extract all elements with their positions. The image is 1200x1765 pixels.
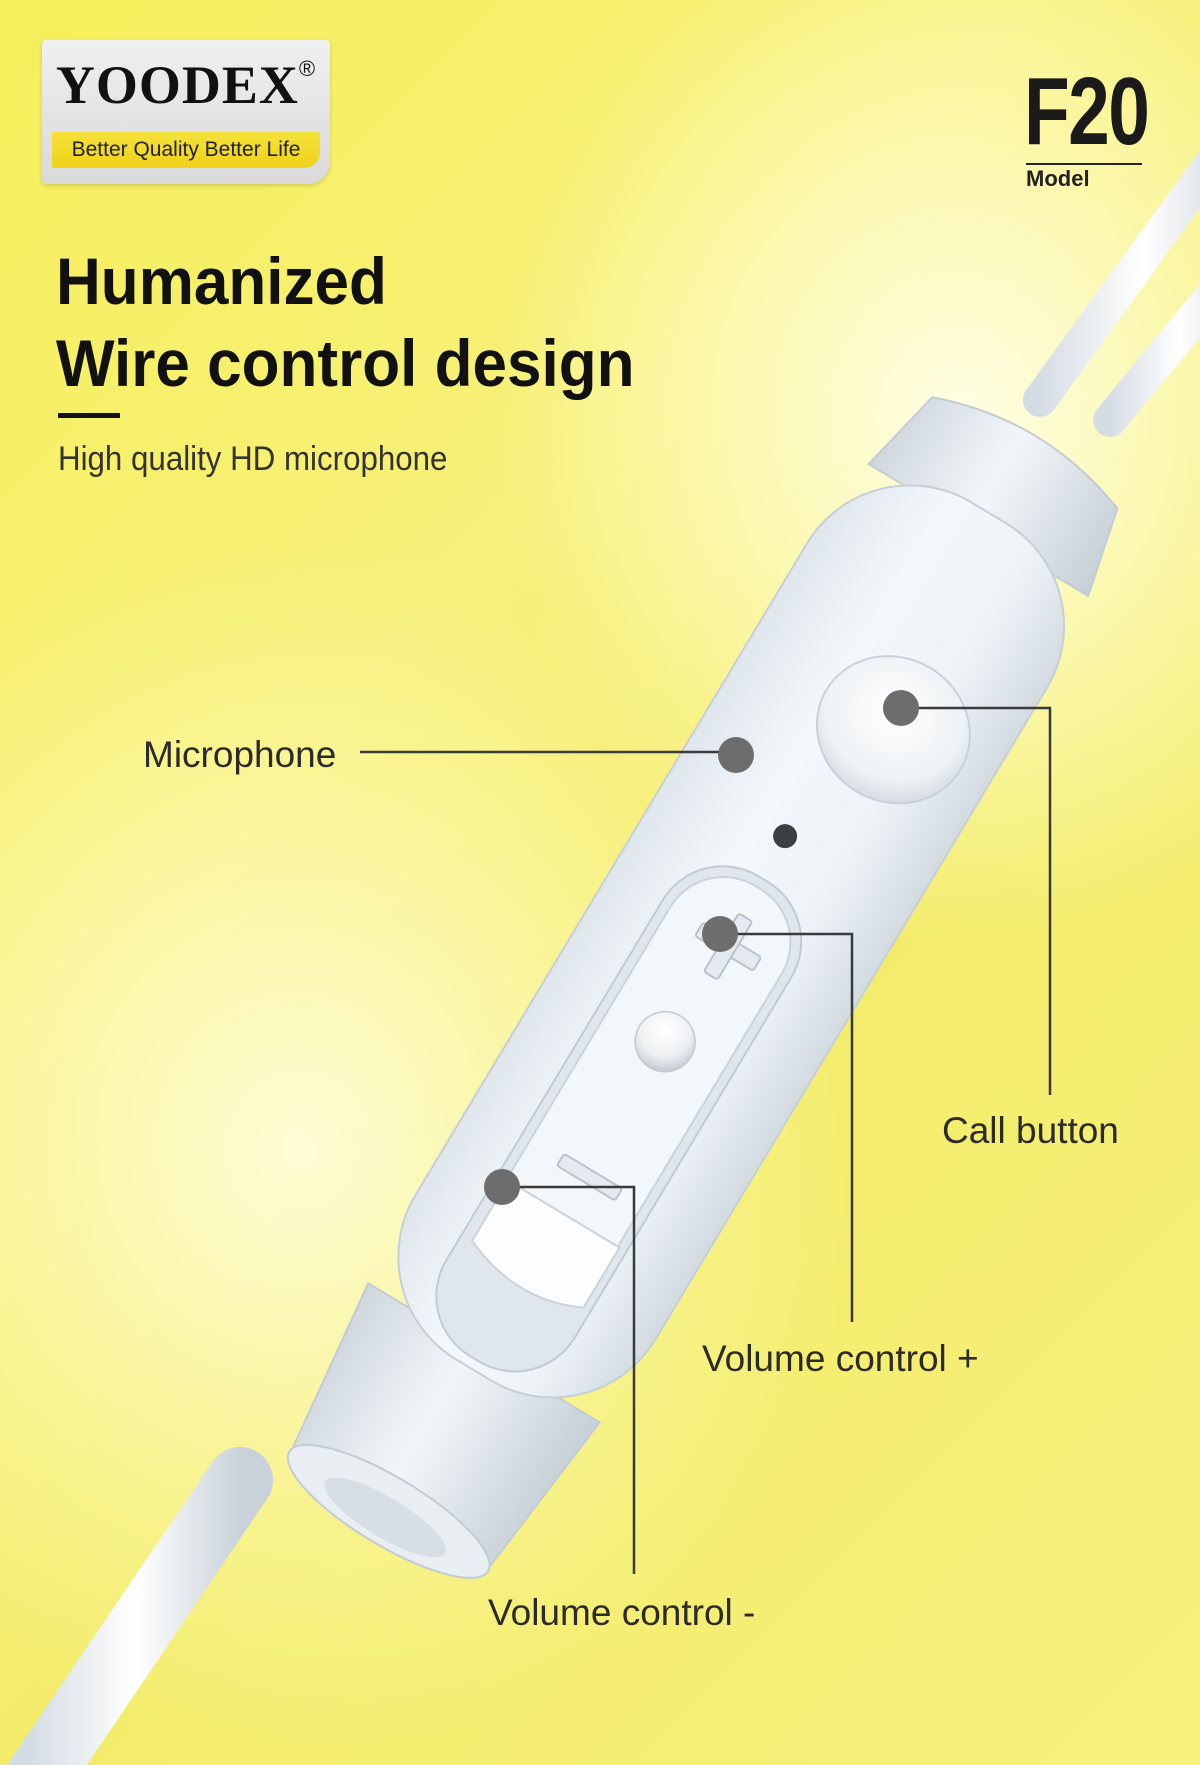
model-divider xyxy=(1026,163,1142,165)
leader-lines xyxy=(360,706,1052,1574)
headline: Humanized Wire control design xyxy=(56,240,808,404)
marker-microphone xyxy=(718,737,754,773)
headline-accent-bar xyxy=(58,413,120,418)
marker-volume-up xyxy=(702,916,738,952)
callout-microphone: Microphone xyxy=(143,734,337,775)
upper-cables xyxy=(1023,150,1200,437)
microphone-hole xyxy=(773,824,798,849)
lower-cable xyxy=(7,1447,273,1765)
callout-call-button: Call button xyxy=(942,1110,1119,1151)
volume-rocker xyxy=(435,865,803,1373)
headline-line-2: Wire control design xyxy=(56,326,635,400)
remote-body-group xyxy=(286,396,1119,1579)
callout-volume-down: Volume control - xyxy=(488,1592,756,1633)
top-cap xyxy=(867,396,1119,598)
marker-volume-down xyxy=(484,1169,520,1205)
leader-call-button xyxy=(900,706,1052,1095)
model-code: F20 xyxy=(1024,58,1150,165)
call-button-shape xyxy=(815,655,971,805)
model-label: Model xyxy=(1026,166,1090,191)
brand-wordmark: YOODEX® xyxy=(55,55,317,115)
brand-tagline: Better Quality Better Life xyxy=(52,132,320,168)
bottom-cap xyxy=(286,1281,602,1579)
leader-volume-down xyxy=(504,1185,636,1574)
headline-subtitle: High quality HD microphone xyxy=(58,440,448,478)
brand-logo: YOODEX® Better Quality Better Life xyxy=(42,40,330,184)
headline-line-1: Humanized xyxy=(56,244,387,318)
marker-dots xyxy=(484,690,919,1205)
callout-volume-up: Volume control + xyxy=(702,1338,979,1379)
leader-volume-up xyxy=(720,932,854,1322)
marker-call-button xyxy=(883,690,919,726)
